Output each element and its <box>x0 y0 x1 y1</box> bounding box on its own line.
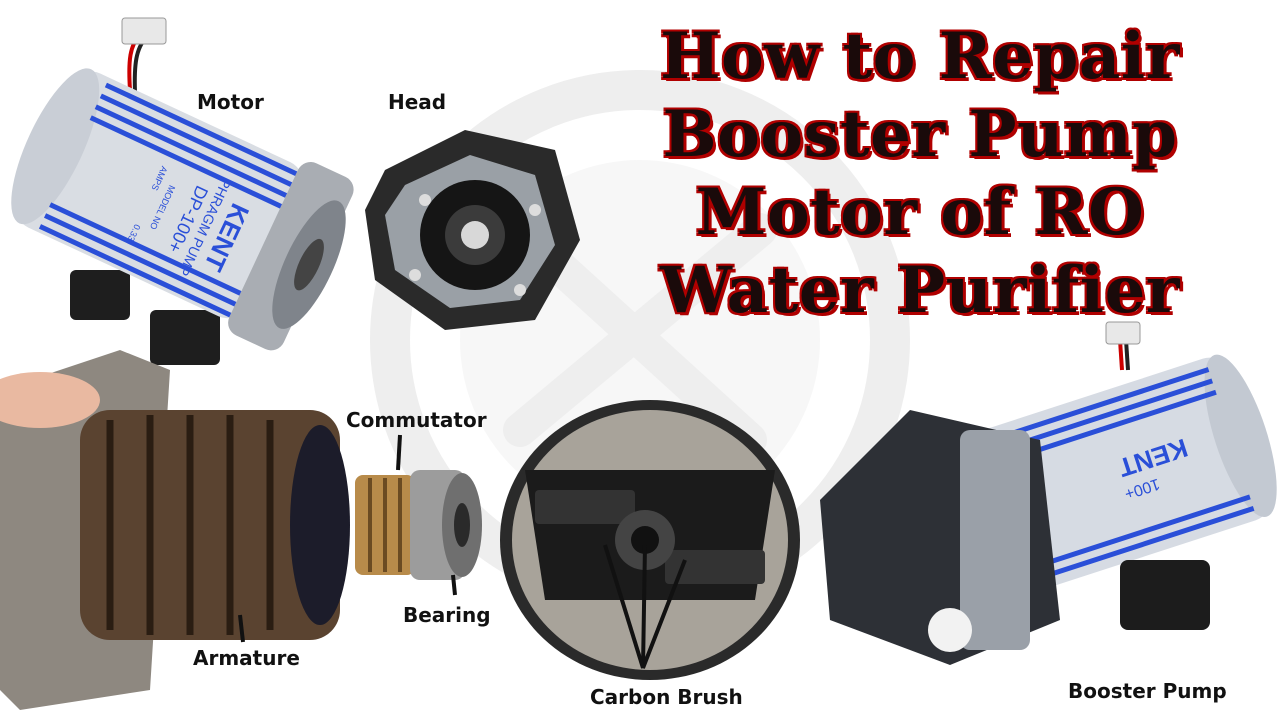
title-line-4: Water Purifier <box>659 253 1181 328</box>
pump-head-photo <box>365 130 580 330</box>
commutator-label: Commutator <box>346 408 487 432</box>
title-line-3: Motor of RO <box>695 175 1145 250</box>
title-line-1: How to Repair <box>660 19 1180 94</box>
booster-pump-photo: KENT 100+ <box>820 321 1277 665</box>
title-line-2: Booster Pump <box>662 97 1178 172</box>
motor-label: Motor <box>197 90 264 114</box>
video-title: How to Repair Booster Pump Motor of RO W… <box>600 18 1240 330</box>
armature-photo <box>0 350 482 710</box>
booster-pump-label: Booster Pump <box>1068 679 1227 703</box>
head-label: Head <box>388 90 447 114</box>
carbon-brush-photo <box>500 400 800 680</box>
carbon-brush-label: Carbon Brush <box>590 685 743 709</box>
bearing-label: Bearing <box>403 603 491 627</box>
armature-label: Armature <box>193 646 300 670</box>
motor-photo: KENT DP-100+ PHRAGM PUMP MODEL NO AMPS 0… <box>11 17 354 365</box>
